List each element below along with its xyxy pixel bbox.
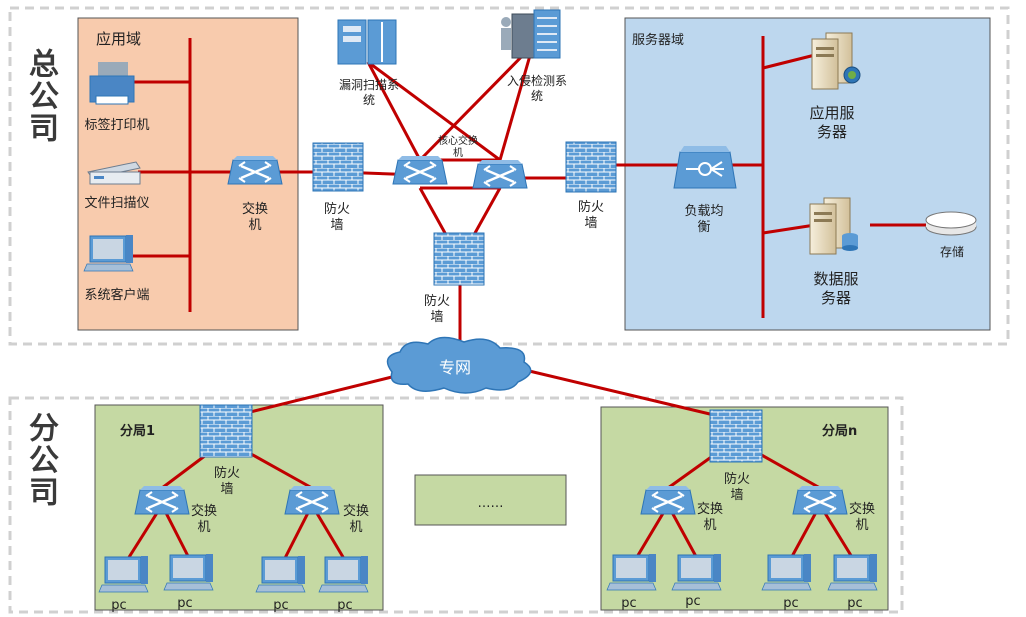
branchn-title: 分局n [822, 424, 858, 439]
app-server-icon [811, 32, 861, 90]
ellipsis-label: …… [477, 496, 504, 511]
db-server-icon [809, 197, 858, 255]
vuln-scan-label: 漏洞扫描系 统 [338, 78, 399, 107]
app-switch-label: 交换 机 [241, 202, 268, 233]
label-printer-label: 标签打印机 [84, 118, 150, 133]
pc-icon [98, 555, 149, 593]
branch-zone [8, 396, 904, 614]
branch1-pc-label: pc [337, 598, 353, 613]
load-balancer-icon [673, 146, 737, 189]
branchn-firewall-label: 防火 墙 [723, 472, 750, 503]
hq-title: 总公司 [23, 48, 58, 144]
switch-icon [791, 484, 849, 516]
pc-icon [255, 555, 306, 593]
switch-icon [226, 154, 284, 186]
label-printer-icon [89, 62, 135, 105]
switch-icon [283, 484, 341, 516]
firewall-center-label: 防火 墙 [423, 294, 450, 325]
branch1-firewall-label: 防火 墙 [213, 466, 240, 497]
branch1-pc-label: pc [111, 598, 127, 613]
branchn-switch-left-label: 交换 机 [696, 502, 723, 533]
vuln-scanner-icon [337, 19, 397, 65]
firewall-icon [709, 409, 763, 463]
pc-icon [163, 553, 214, 591]
branch1-switch-left-label: 交换 机 [190, 504, 217, 535]
firewall-icon [565, 141, 617, 193]
branch1-pc-label: pc [273, 598, 289, 613]
core-switch-label: 核心交换 机 [438, 136, 478, 159]
server-domain-title: 服务器域 [632, 33, 685, 48]
app-server-label: 应用服 务器 [809, 104, 855, 141]
firewall-right-label: 防火 墙 [577, 200, 604, 231]
switch-icon [133, 484, 191, 516]
storage-icon [925, 211, 977, 236]
load-balancer-label: 负载均 衡 [684, 204, 724, 235]
branchn-pc-label: pc [685, 594, 701, 609]
db-server-label: 数据服 务器 [813, 270, 859, 307]
firewall-icon [199, 404, 253, 458]
branch1-pc-label: pc [177, 596, 193, 611]
hq-zone [8, 6, 1010, 346]
ids-label: 入侵检测系 统 [506, 74, 567, 103]
pc-icon [606, 553, 657, 591]
ids-rack-icon [501, 9, 561, 59]
core-switch-icon [391, 154, 449, 186]
branch1-title: 分局1 [120, 424, 156, 439]
branchn-switch-right-label: 交换 机 [848, 502, 875, 533]
doc-scanner-label: 文件扫描仪 [84, 196, 150, 211]
pc-icon [761, 553, 812, 591]
pc-icon [827, 553, 878, 591]
branchn-pc-label: pc [783, 596, 799, 611]
firewall-left-label: 防火 墙 [323, 202, 350, 233]
document-scanner-icon [87, 161, 141, 185]
branch-title: 分公司 [23, 412, 58, 508]
pc-icon [671, 553, 722, 591]
storage-label: 存储 [939, 245, 964, 259]
private-network-cloud [386, 336, 532, 394]
client-pc-icon [83, 234, 134, 272]
ellipsis-box [414, 474, 567, 526]
branch1-switch-right-label: 交换 机 [342, 504, 369, 535]
branchn-pc-label: pc [847, 596, 863, 611]
sys-client-label: 系统客户端 [84, 288, 150, 303]
firewall-icon [312, 142, 364, 192]
pc-icon [318, 555, 369, 593]
private-net-label: 专网 [438, 358, 471, 377]
switch-icon [639, 484, 697, 516]
app-domain-title: 应用域 [96, 30, 142, 48]
branchn-pc-label: pc [621, 596, 637, 611]
core-switch-icon [471, 158, 529, 190]
firewall-icon [433, 232, 485, 286]
